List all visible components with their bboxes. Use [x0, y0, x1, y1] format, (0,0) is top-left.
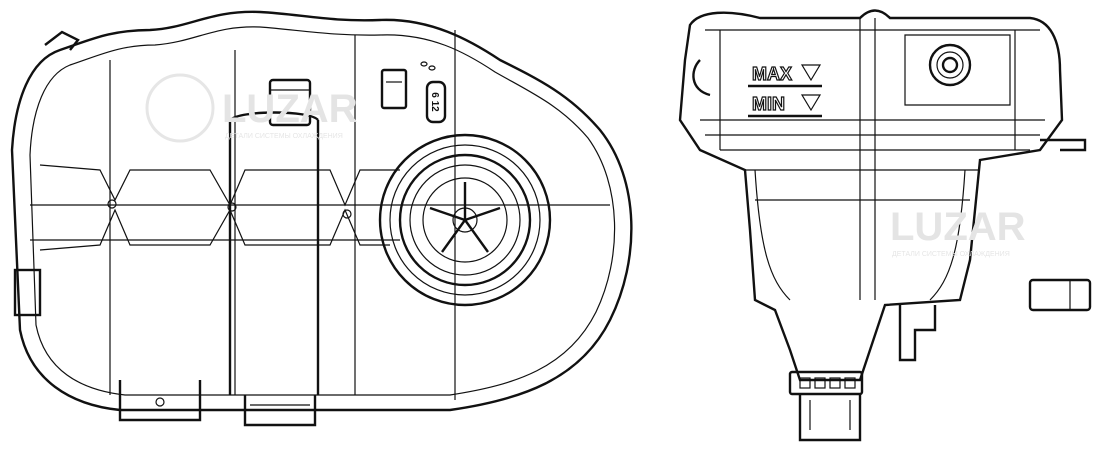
- max-level-label: MAX: [752, 64, 792, 84]
- min-level-label: MIN: [752, 94, 785, 114]
- watermark-brand-right: LUZAR: [890, 205, 1026, 249]
- watermark-brand: LUZAR: [222, 87, 358, 131]
- tank-side-view: MAX MIN: [678, 9, 1092, 442]
- tank-top-view: 6 12: [10, 10, 633, 427]
- watermark-tagline-right: ДЕТАЛИ СИСТЕМЫ ОХЛАЖДЕНИЯ: [892, 251, 1010, 258]
- watermark-tagline: ДЕТАЛИ СИСТЕМЫ ОХЛАЖДЕНИЯ: [225, 133, 343, 140]
- cap-star: [429, 182, 501, 253]
- mold-code-label: 6 12: [429, 92, 440, 112]
- luzar-watermark: LUZAR ДЕТАЛИ СИСТЕМЫ ОХЛАЖДЕНИЯ LUZAR ДЕ…: [145, 73, 1026, 258]
